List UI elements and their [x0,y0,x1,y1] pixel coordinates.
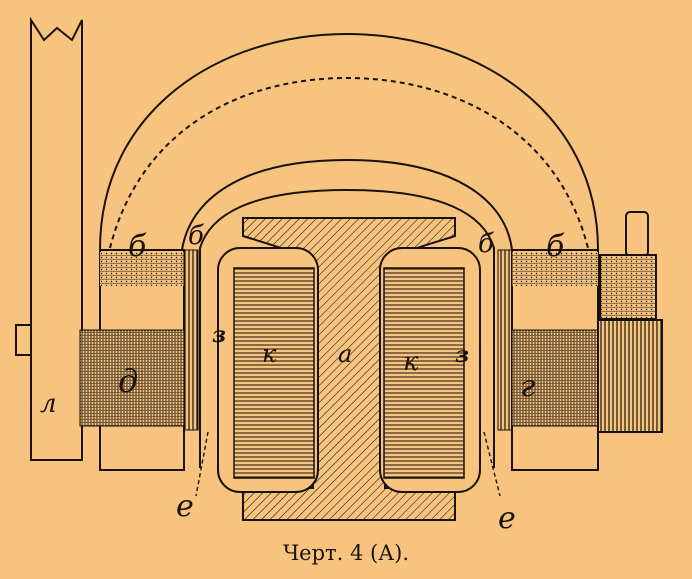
right-pole [497,249,599,471]
label-z-left: з [212,322,226,348]
coil-left-k [217,247,319,493]
leader-e-left [195,431,209,497]
label-l: л [40,389,57,419]
label-b-3: б [478,229,494,259]
coil-right-k [379,247,481,493]
left-pole [79,249,199,471]
figure-caption: Черт. 4 (А). [283,541,409,565]
label-z-right: з [455,342,469,368]
label-e-left: е [176,489,194,524]
inner-housing [199,188,495,468]
label-a: а [338,340,352,368]
label-k-left: к [262,340,277,368]
label-b-1: б [128,229,147,264]
label-g: г [520,369,535,404]
leader-e-right [483,431,501,497]
armature-core-a [242,217,456,521]
label-e-right: е [498,501,516,536]
label-d: д [118,362,138,400]
pulley-l [15,16,83,461]
terminal-right [597,211,663,433]
label-b-4: б [546,229,565,264]
label-k-right: к [403,347,419,377]
yoke-arch [99,32,599,470]
label-b-2: б [188,221,204,251]
